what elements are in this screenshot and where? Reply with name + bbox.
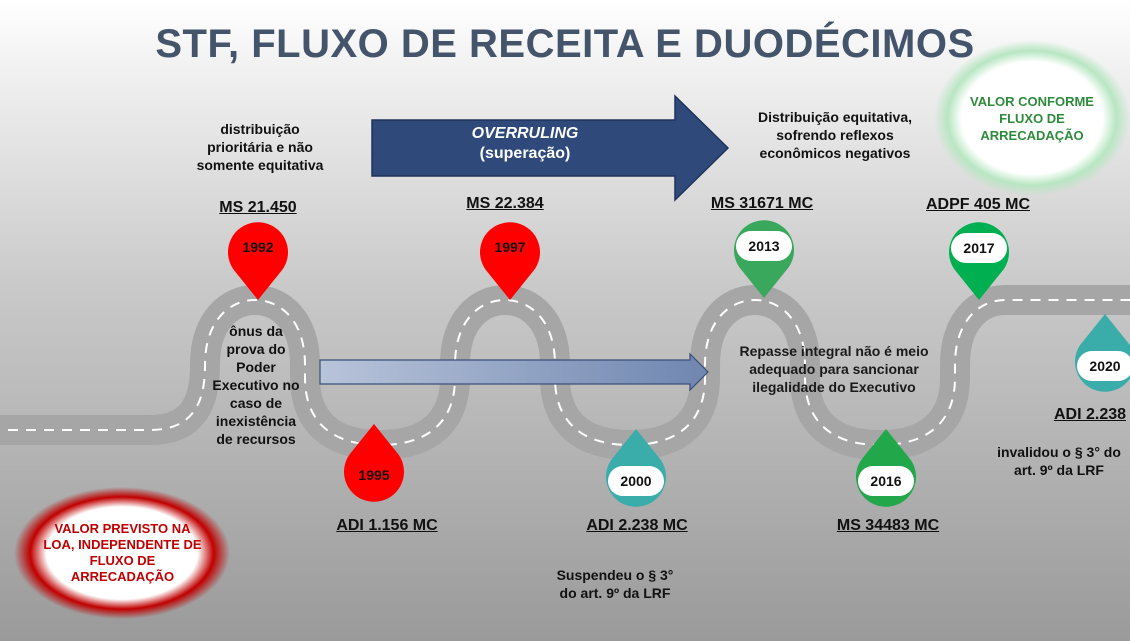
milestone-year: 2020: [1077, 351, 1130, 381]
milestone-year: 2016: [858, 466, 914, 496]
arrecadacao-ellipse: [934, 40, 1130, 196]
milestone-case: MS 31671 MC: [710, 195, 814, 212]
milestone-case: MS 34483 MC: [836, 517, 940, 534]
milestone-year: 1992: [242, 239, 274, 255]
repasse-arrow: [319, 352, 709, 392]
overruling-label: OVERRULING (superação): [375, 124, 675, 164]
milestone-year: 2000: [608, 466, 664, 496]
milestone-year: 1997: [494, 239, 526, 255]
milestone-case: ADPF 405 MC: [925, 196, 1031, 213]
milestone-case: ADI 1.156 MC: [336, 517, 438, 534]
milestone-case: ADI 2.238: [1053, 406, 1127, 423]
overruling-arrow: [371, 94, 730, 202]
overruling-line1: OVERRULING: [471, 125, 579, 142]
milestone-year: 2013: [736, 231, 792, 261]
milestone-case: ADI 2.238 MC: [586, 517, 688, 534]
callout-prioritaria: distribuição prioritária e não somente e…: [196, 121, 324, 173]
milestone-case: MS 21.450: [219, 199, 297, 216]
callout-suspendeu: Suspendeu o § 3° do art. 9º da LRF: [556, 567, 674, 601]
overruling-line2: (superação): [479, 145, 571, 162]
location-pin-icon: [480, 222, 540, 300]
callout-invalidou: invalidou o § 3° do art. 9º da LRF: [997, 444, 1121, 478]
arrecadacao-text: VALOR CONFORME FLUXO DE ARRECADAÇÃO: [970, 93, 1094, 143]
callout-onus-prova: ônus da prova do Poder Executivo no caso…: [212, 323, 300, 447]
milestone-year: 2017: [951, 233, 1007, 263]
location-pin-icon: [228, 222, 288, 300]
loa-ellipse: [14, 487, 230, 619]
milestone-case: MS 22.384: [466, 195, 544, 212]
location-pin-icon: [344, 424, 405, 502]
milestone-year: 1995: [358, 467, 390, 483]
page-title: STF, FLUXO DE RECEITA E DUODÉCIMOS: [155, 22, 975, 66]
loa-text: VALOR PREVISTO NA LOA, INDEPENDENTE DE F…: [43, 521, 202, 584]
callout-repasse: Repasse integral não é meio adequado par…: [739, 343, 929, 395]
callout-equitativa: Distribuição equitativa, sofrendo reflex…: [757, 109, 913, 161]
